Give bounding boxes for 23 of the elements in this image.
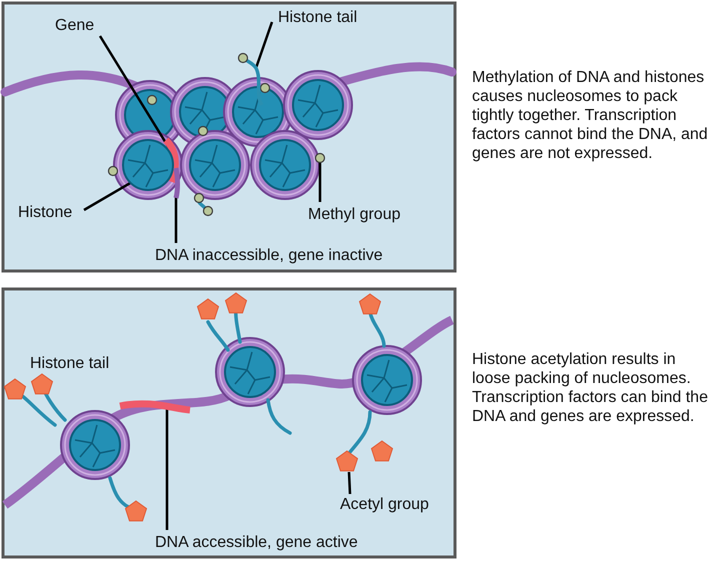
methyl-group [314, 152, 326, 164]
part-label: Acetyl group [340, 495, 429, 514]
leader-line [254, 22, 274, 68]
dna-segment [119, 400, 190, 414]
histone-tail [238, 52, 264, 106]
leader-line [348, 472, 352, 494]
caption-text: DNA inaccessible, gene inactive [155, 246, 383, 265]
part-label: Histone tail [30, 354, 110, 373]
description-text: Methylation of DNA and histones causes nucleosomes to pack tightly together. Transcription factors cannot bind the DNA, and genes are not expressed. [472, 68, 709, 163]
leader-line [83, 180, 133, 212]
part-label: Methyl group [308, 205, 400, 224]
histone [122, 139, 174, 191]
part-label: Gene [55, 16, 94, 35]
description-text: Histone acetylation results in loose packing of nucleosomes. Transcription factors can bind the DNA and genes are expressed. [472, 350, 709, 426]
part-label: Histone [18, 203, 72, 222]
acetyl-group [336, 450, 358, 472]
dna-strand [174, 168, 180, 199]
part-label: Histone tail [278, 8, 358, 27]
leader-line [318, 162, 322, 202]
caption-text: DNA accessible, gene active [155, 533, 358, 552]
leader-line [166, 408, 168, 530]
leader-line [174, 196, 178, 243]
gene-segment [163, 138, 179, 184]
